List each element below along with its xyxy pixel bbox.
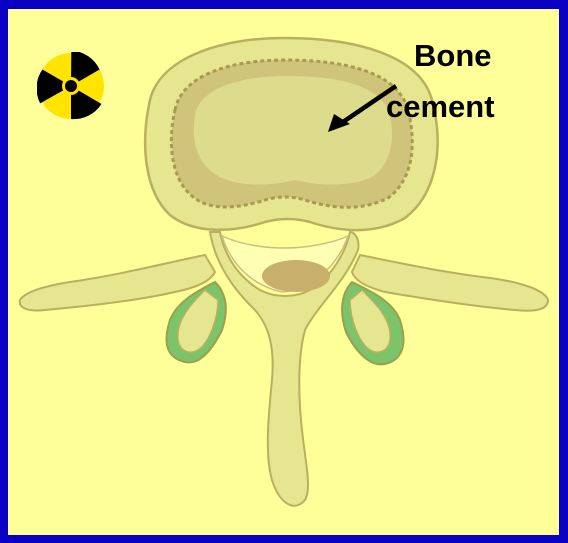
spinal-cord — [262, 260, 330, 292]
bone-cement-fill — [194, 76, 392, 185]
annotation-label-line1: Bone — [414, 39, 492, 73]
annotation-label-line2: cement — [386, 90, 495, 124]
